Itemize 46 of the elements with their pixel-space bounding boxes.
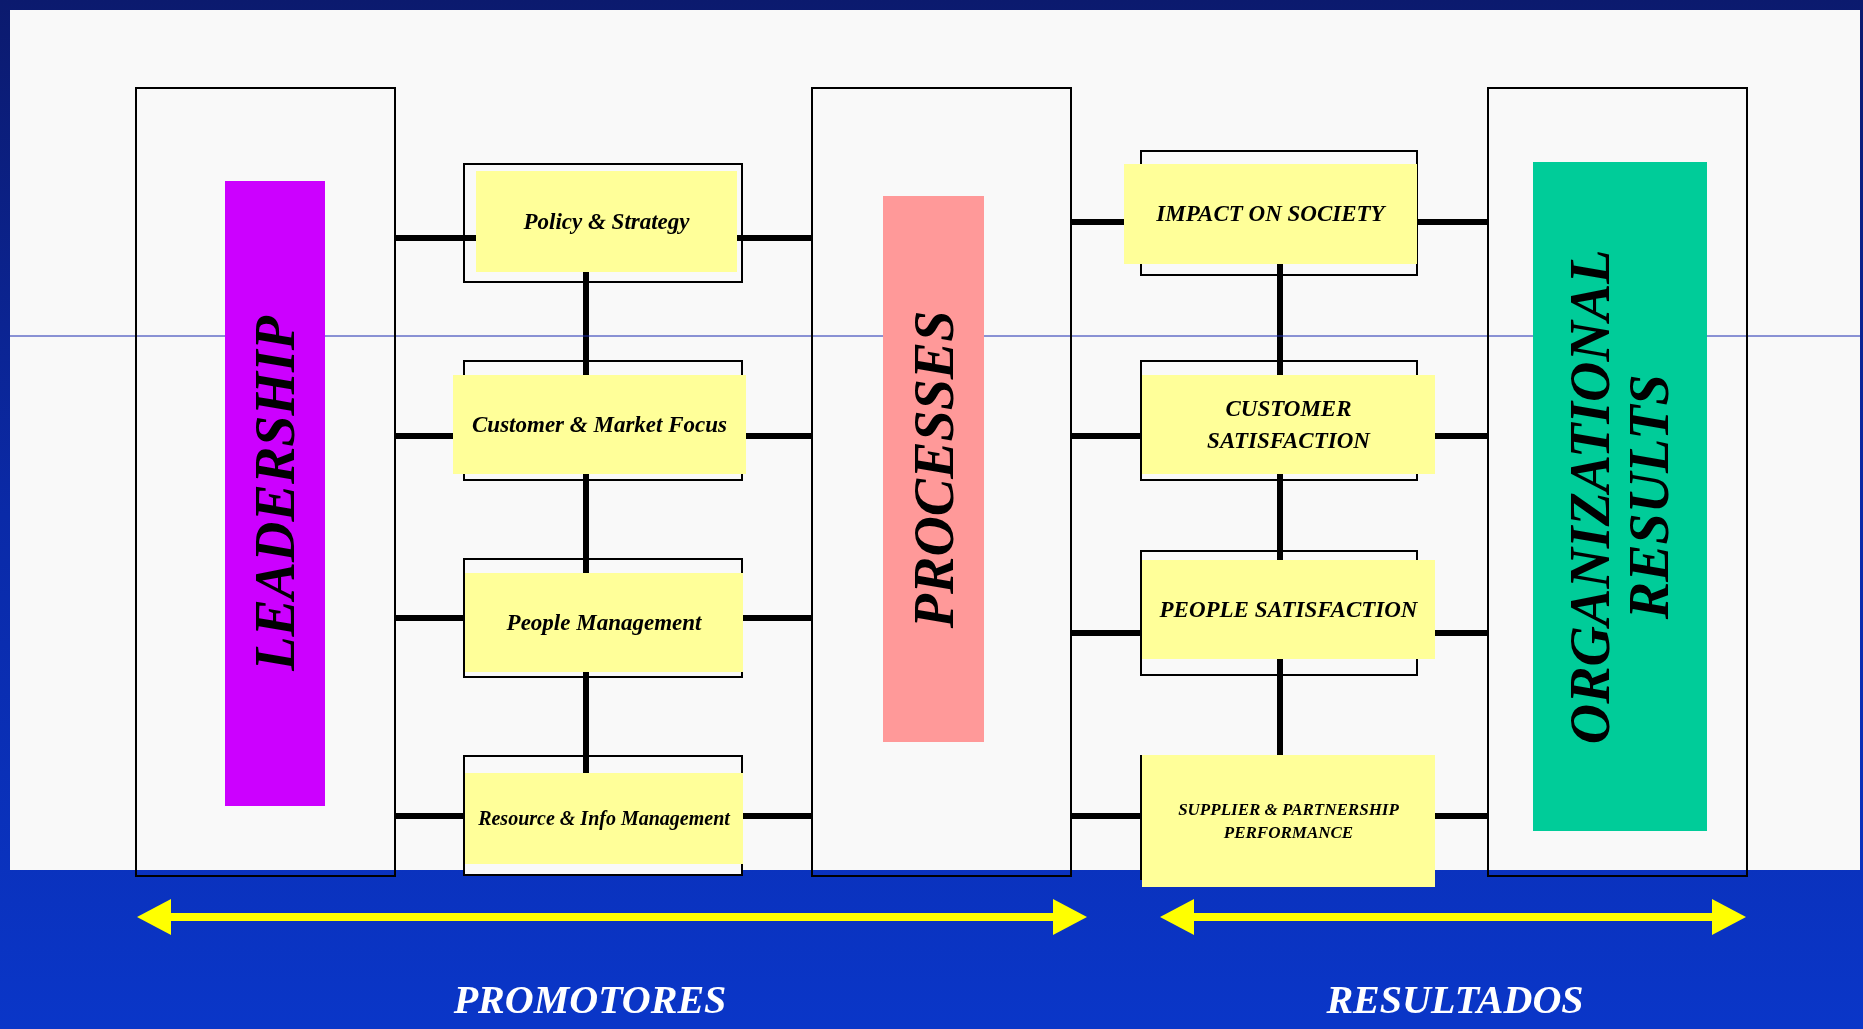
vertical-title: LEADERSHIP <box>243 316 306 671</box>
vertical-title: ORGANIZATIONAL RESULTS <box>1559 249 1680 744</box>
connector-line <box>1435 630 1487 636</box>
label-box <box>1142 560 1435 659</box>
box-label: Customer & Market Focus <box>472 410 727 439</box>
box-label: CUSTOMER SATISFACTION <box>1206 394 1372 455</box>
connector-line <box>1435 433 1487 439</box>
connector-line <box>1277 474 1283 560</box>
connector-line <box>396 235 476 241</box>
connector-line <box>737 235 811 241</box>
box-label: PEOPLE SATISFACTION <box>1159 595 1418 624</box>
label-box <box>465 573 743 672</box>
connector-line <box>1435 813 1487 819</box>
connector-line <box>1417 219 1487 225</box>
connector-line <box>1072 219 1124 225</box>
connector-line <box>396 433 453 439</box>
box-label: Resource & Info Management <box>478 805 730 832</box>
label-box <box>1142 375 1435 474</box>
group-label: PROMOTORES <box>452 976 728 1024</box>
connector-line <box>396 813 465 819</box>
box-label: Policy & Strategy <box>523 207 690 236</box>
label-box <box>476 171 737 272</box>
connector-line <box>583 272 589 375</box>
connector-line <box>1072 813 1142 819</box>
connector-line <box>1072 433 1142 439</box>
connector-line <box>396 615 465 621</box>
connector-line <box>743 615 811 621</box>
connector-line <box>1072 630 1142 636</box>
column-box <box>135 87 396 877</box>
column-box <box>811 87 1072 877</box>
label-box <box>1142 755 1435 887</box>
connector-line <box>1277 264 1283 375</box>
connector-line <box>746 433 811 439</box>
box-label: IMPACT ON SOCIETY <box>1156 200 1385 229</box>
box-label: People Management <box>506 608 702 637</box>
label-box <box>453 375 746 474</box>
connector-line <box>743 813 811 819</box>
connector-line <box>583 672 589 773</box>
label-box <box>1124 164 1417 264</box>
label-box <box>465 773 743 864</box>
connector-line <box>583 474 589 573</box>
group-label: RESULTADOS <box>1325 976 1585 1024</box>
column-box <box>1487 87 1748 877</box>
connector-line <box>1277 659 1283 755</box>
box-label: SUPPLIER & PARTNERSHIP PERFORMANCE <box>1177 798 1400 844</box>
vertical-title: PROCESSES <box>902 310 965 628</box>
